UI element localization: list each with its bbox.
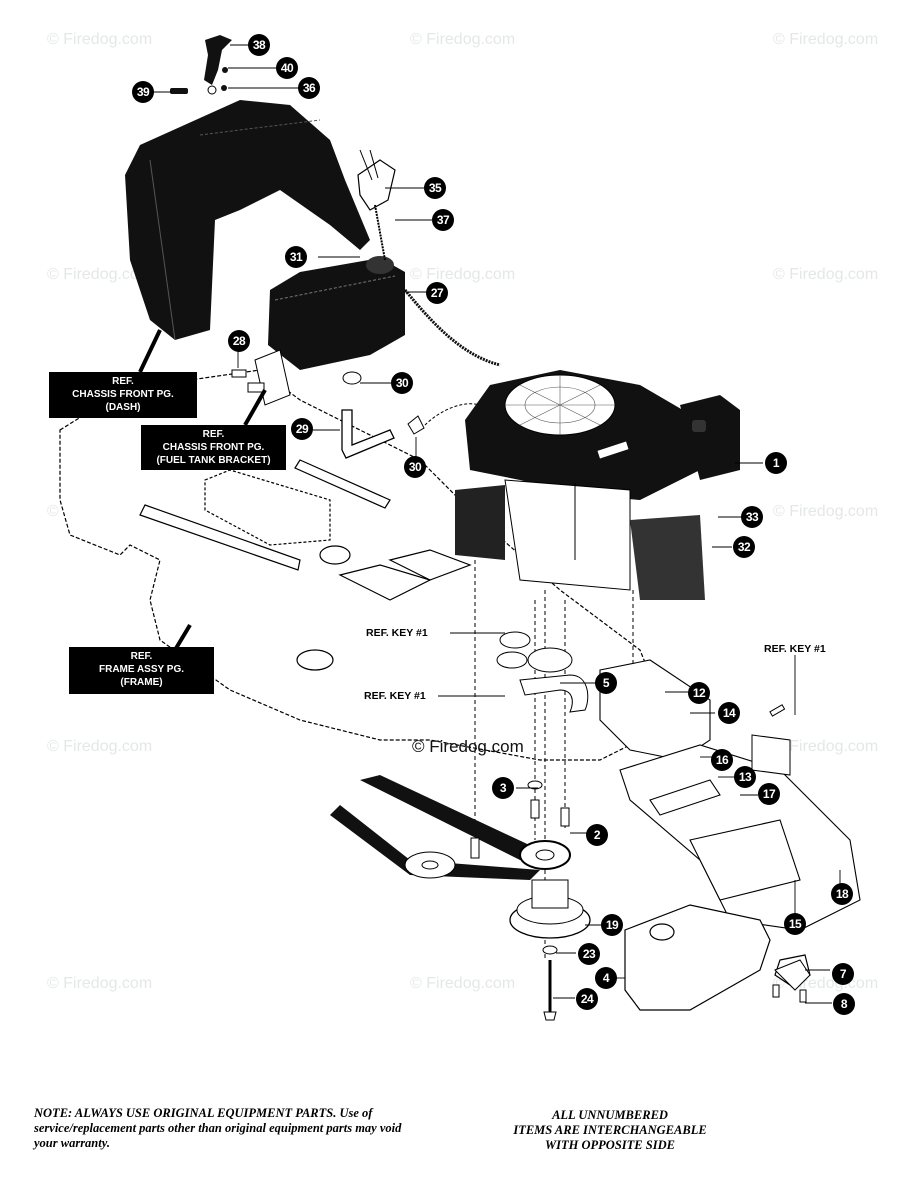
- callout-17[interactable]: 17: [758, 783, 780, 805]
- watermark: © Firedog.com: [410, 31, 516, 48]
- callout-18[interactable]: 18: [831, 883, 853, 905]
- callout-30a[interactable]: 30: [391, 372, 413, 394]
- note-line: ITEMS ARE INTERCHANGEABLE: [513, 1123, 707, 1137]
- dash-cover: [125, 100, 370, 341]
- frame-slot: [139, 504, 301, 571]
- watermark: © Firedog.com: [47, 975, 153, 992]
- watermark: © Firedog.com: [47, 266, 153, 283]
- callout-30b[interactable]: 30: [404, 456, 426, 478]
- callout-29[interactable]: 29: [291, 418, 313, 440]
- callout-24[interactable]: 24: [576, 988, 598, 1010]
- dash-bracket: [170, 35, 232, 95]
- callout-27[interactable]: 27: [426, 282, 448, 304]
- callout-2[interactable]: 2: [586, 824, 608, 846]
- callout-33[interactable]: 33: [741, 506, 763, 528]
- ref-box-line: (DASH): [105, 402, 141, 413]
- ref-box-line: CHASSIS FRONT PG.: [72, 389, 174, 400]
- callout-14[interactable]: 14: [718, 702, 740, 724]
- ref-key-label: REF. KEY #1: [366, 627, 428, 639]
- callout-40[interactable]: 40: [276, 57, 298, 79]
- callout-19[interactable]: 19: [601, 914, 623, 936]
- engine: [455, 370, 740, 600]
- note-line: ALL UNNUMBERED: [552, 1108, 668, 1122]
- ref-box-line: REF.: [130, 651, 153, 662]
- callout-3[interactable]: 3: [492, 777, 514, 799]
- callout-12[interactable]: 12: [688, 682, 710, 704]
- watermark: © Firedog.com: [773, 738, 879, 755]
- parts-exploded-diagram: [59, 35, 861, 1021]
- exhaust-pipe: [496, 631, 589, 713]
- ref-box-dash: REF. CHASSIS FRONT PG. (DASH): [49, 372, 197, 418]
- ref-box-frame: REF. FRAME ASSY PG. (FRAME): [69, 647, 214, 694]
- callout-1[interactable]: 1: [765, 452, 787, 474]
- callout-15[interactable]: 15: [784, 913, 806, 935]
- callout-35[interactable]: 35: [424, 177, 446, 199]
- engine-pulley: [509, 879, 591, 1021]
- muffler-bracket: [599, 659, 861, 931]
- frame-slot-2: [294, 459, 391, 509]
- frame-hole: [296, 649, 334, 671]
- watermark: © Firedog.com: [773, 503, 879, 520]
- fuel-line: [403, 289, 501, 367]
- callout-37[interactable]: 37: [432, 209, 454, 231]
- callout-39[interactable]: 39: [132, 81, 154, 103]
- callout-16[interactable]: 16: [711, 749, 733, 771]
- callout-31[interactable]: 31: [285, 246, 307, 268]
- drive-belt: [330, 775, 571, 880]
- fuel-tank: [268, 256, 405, 370]
- fuel-shutoff: [357, 149, 396, 261]
- frame-plate: [388, 549, 472, 581]
- ref-key-label: REF. KEY #1: [364, 690, 426, 702]
- watermark: © Firedog.com: [410, 975, 516, 992]
- callout-38[interactable]: 38: [248, 34, 270, 56]
- callout-13[interactable]: 13: [734, 766, 756, 788]
- ref-box-line: (FUEL TANK BRACKET): [156, 455, 271, 466]
- ref-box-line: REF.: [112, 376, 134, 387]
- ref-box-line: CHASSIS FRONT PG.: [162, 442, 265, 453]
- note-line: WITH OPPOSITE SIDE: [545, 1138, 675, 1152]
- watermark: © Firedog.com: [773, 31, 879, 48]
- watermark: © Firedog.com: [773, 266, 879, 283]
- ref-box-fuel-tank-bracket: REF. CHASSIS FRONT PG. (FUEL TANK BRACKE…: [141, 425, 286, 470]
- ref-key-label: REF. KEY #1: [764, 643, 826, 655]
- frame-cutout: [204, 469, 331, 546]
- callout-7[interactable]: 7: [832, 963, 854, 985]
- callout-32[interactable]: 32: [733, 536, 755, 558]
- watermark: © Firedog.com: [410, 266, 516, 283]
- note-unnumbered-items: ALL UNNUMBERED ITEMS ARE INTERCHANGEABLE…: [470, 1108, 750, 1153]
- bolts: [470, 704, 811, 1003]
- ref-box-line: (FRAME): [120, 677, 163, 688]
- ref-box-line: FRAME ASSY PG.: [98, 664, 184, 675]
- watermark: © Firedog.com: [47, 31, 153, 48]
- callout-23[interactable]: 23: [578, 943, 600, 965]
- frame-hole: [319, 545, 351, 565]
- callout-8[interactable]: 8: [833, 993, 855, 1015]
- ref-box-line: REF.: [202, 429, 225, 440]
- callout-36[interactable]: 36: [298, 77, 320, 99]
- callout-5[interactable]: 5: [595, 672, 617, 694]
- note-original-equipment: NOTE: ALWAYS USE ORIGINAL EQUIPMENT PART…: [34, 1106, 402, 1150]
- center-watermark: © Firedog.com: [412, 737, 524, 756]
- watermark: © Firedog.com: [47, 738, 153, 755]
- callout-4[interactable]: 4: [595, 967, 617, 989]
- callout-28[interactable]: 28: [228, 330, 250, 352]
